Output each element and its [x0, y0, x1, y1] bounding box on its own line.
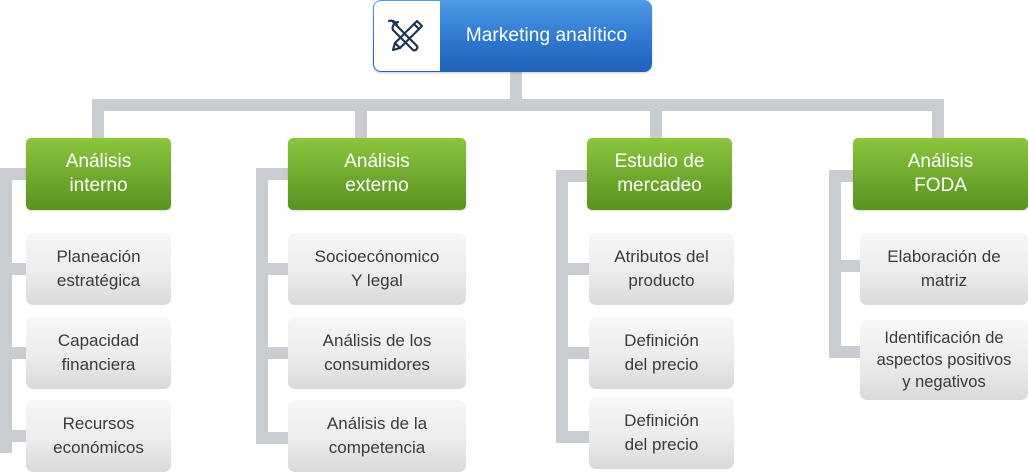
item-capacidad-financiera: Capacidad financiera — [26, 317, 171, 389]
item-definicion-precio: Definición del precio — [589, 317, 734, 389]
connector-group2-branch — [256, 432, 290, 444]
category-analisis-externo: Análisis externo — [288, 138, 466, 210]
connector-group3-branch — [556, 347, 590, 359]
item-socioeconomico-legal: Socioecónomico Y legal — [288, 233, 466, 305]
root-icon-box — [374, 1, 440, 71]
connector-group3-branch — [556, 263, 590, 275]
connector-root-trunk — [510, 72, 522, 100]
category-analisis-interno: Análisis interno — [26, 138, 171, 210]
connector-group3-cap — [556, 170, 589, 182]
connector-group3-branch — [556, 431, 590, 443]
item-analisis-consumidores: Análisis de los consumidores — [288, 317, 466, 389]
connector-drop-4 — [932, 99, 944, 139]
item-atributos-producto: Atributos del producto — [589, 233, 734, 305]
connector-top-bar — [92, 99, 944, 111]
item-definicion-precio: Definición del precio — [589, 397, 734, 469]
connector-group2-cap — [256, 168, 290, 180]
connector-group1-branch — [0, 347, 28, 359]
connector-group3-stem — [556, 170, 568, 443]
root-node: Marketing analítico — [373, 0, 652, 72]
category-analisis-foda: Análisis FODA — [853, 138, 1028, 210]
item-recursos-economicos: Recursos económicos — [26, 400, 171, 472]
connector-group1-branch — [0, 263, 28, 275]
item-analisis-competencia: Análisis de la competencia — [288, 400, 466, 472]
item-planeacion-estrategica: Planeación estratégica — [26, 233, 171, 305]
connector-group1-cap — [0, 168, 27, 180]
connector-drop-2 — [355, 99, 367, 139]
connector-group1-branch — [0, 430, 28, 442]
item-elaboracion-matriz: Elaboración de matriz — [860, 233, 1028, 305]
root-title: Marketing analítico — [465, 25, 628, 46]
connector-group2-branch — [256, 263, 290, 275]
connector-drop-1 — [92, 99, 104, 139]
connector-group4-branch — [829, 260, 861, 272]
connector-group4-cap — [829, 170, 854, 182]
pencil-wrench-tools-icon — [387, 19, 424, 52]
connector-group2-branch — [256, 347, 290, 359]
connector-group2-stem — [256, 168, 268, 444]
connector-group4-branch — [829, 346, 861, 358]
category-estudio-mercadeo: Estudio de mercadeo — [587, 138, 732, 210]
item-identificacion-aspectos: Identificación de aspectos positivos y n… — [860, 320, 1028, 400]
connector-group1-stem — [0, 168, 12, 453]
connector-drop-3 — [650, 99, 662, 139]
